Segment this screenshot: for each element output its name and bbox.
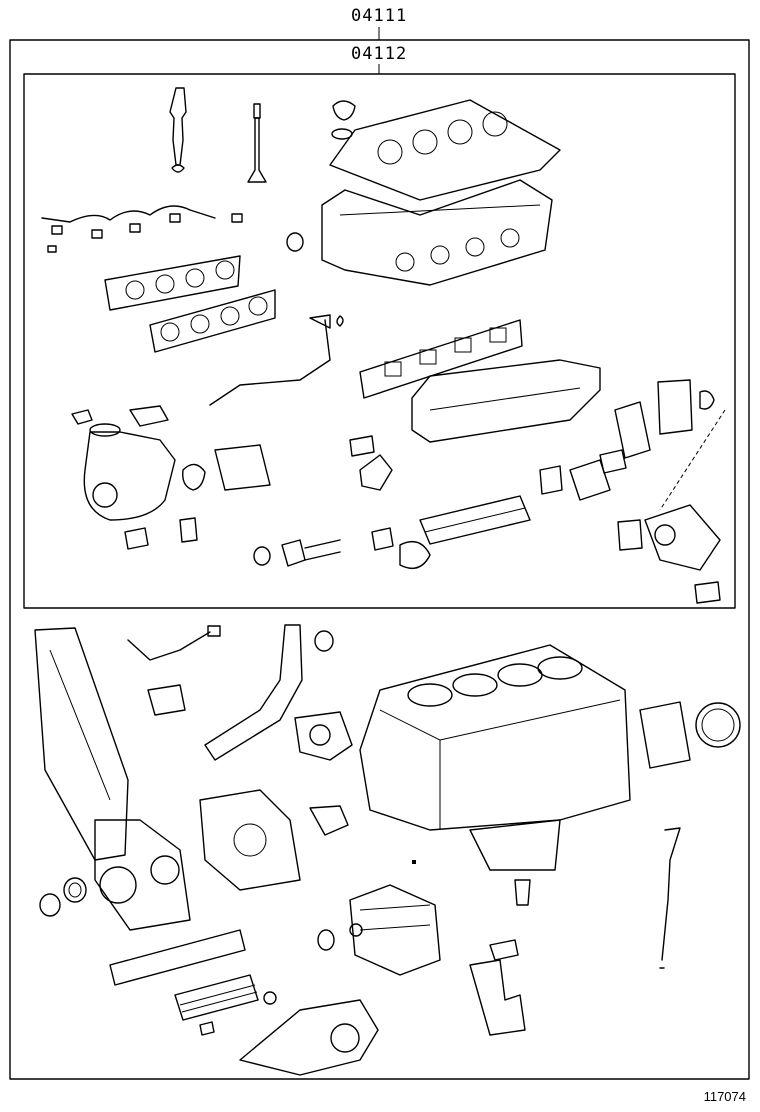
egr-gasket [539, 465, 563, 495]
pump-o-ring [317, 929, 335, 951]
injection-pump [349, 884, 441, 976]
fitting [514, 879, 531, 906]
outer-kit-frame [9, 39, 750, 1080]
oil-strainer [469, 939, 526, 1036]
intake-manifold-gasket [359, 319, 523, 399]
cylinder-head [321, 179, 553, 286]
valve [247, 103, 267, 183]
water-pump-gasket [214, 444, 271, 491]
spring-clip [336, 315, 344, 327]
intake-pipe [411, 359, 601, 443]
crankshaft-seals [39, 877, 87, 917]
turbocharger [83, 405, 176, 521]
egr-cooler [399, 495, 531, 569]
water-pipe [253, 539, 341, 567]
dashed-leader [659, 409, 726, 511]
water-pump [294, 711, 353, 761]
sensor-lead [209, 314, 331, 406]
harness-connectors [47, 213, 243, 253]
gasket-bracket [124, 527, 149, 550]
water-bypass-pipe [204, 624, 303, 761]
oil-filter-bracket [239, 999, 379, 1076]
flange-gasket [179, 517, 198, 543]
inner-kit-frame [23, 73, 736, 609]
oil-cooler [174, 974, 277, 1036]
inner-kit-part-number: 04112 [351, 44, 408, 64]
outlet-gasket-small [694, 581, 721, 604]
o-ring [314, 630, 334, 652]
water-outlet [349, 435, 393, 491]
egr-valve [569, 459, 611, 501]
oil-level-gauge [659, 827, 681, 969]
gasket-oval [182, 463, 206, 491]
exhaust-manifold-gasket [104, 255, 241, 311]
pipe-gasket [371, 527, 394, 551]
oil-cooler-gasket [109, 929, 246, 986]
rear-oil-seal-retainer [639, 701, 741, 769]
figure-number: 117074 [703, 1089, 746, 1104]
gasket-small [71, 409, 93, 425]
cylinder-head-cover-gasket [329, 99, 561, 201]
timing-belt-cover [34, 627, 129, 861]
seal-ring [286, 232, 304, 252]
egr-pipe [614, 379, 715, 459]
oil-pan [469, 819, 561, 871]
egr-gasket-2 [599, 449, 627, 474]
injector-nozzle [169, 87, 187, 173]
lower-timing-cover [94, 819, 191, 931]
outer-kit-part-number: 04111 [351, 6, 408, 26]
outlet-gasket [617, 519, 643, 551]
glow-plug-harness [41, 205, 216, 223]
exhaust-manifold-gasket-lower [149, 289, 276, 353]
timing-gear-case [199, 789, 301, 891]
cylinder-block [359, 644, 631, 831]
sensor-harness [127, 625, 221, 716]
exhaust-outlet [644, 504, 721, 571]
case-gasket [309, 805, 349, 836]
plug [412, 860, 416, 864]
